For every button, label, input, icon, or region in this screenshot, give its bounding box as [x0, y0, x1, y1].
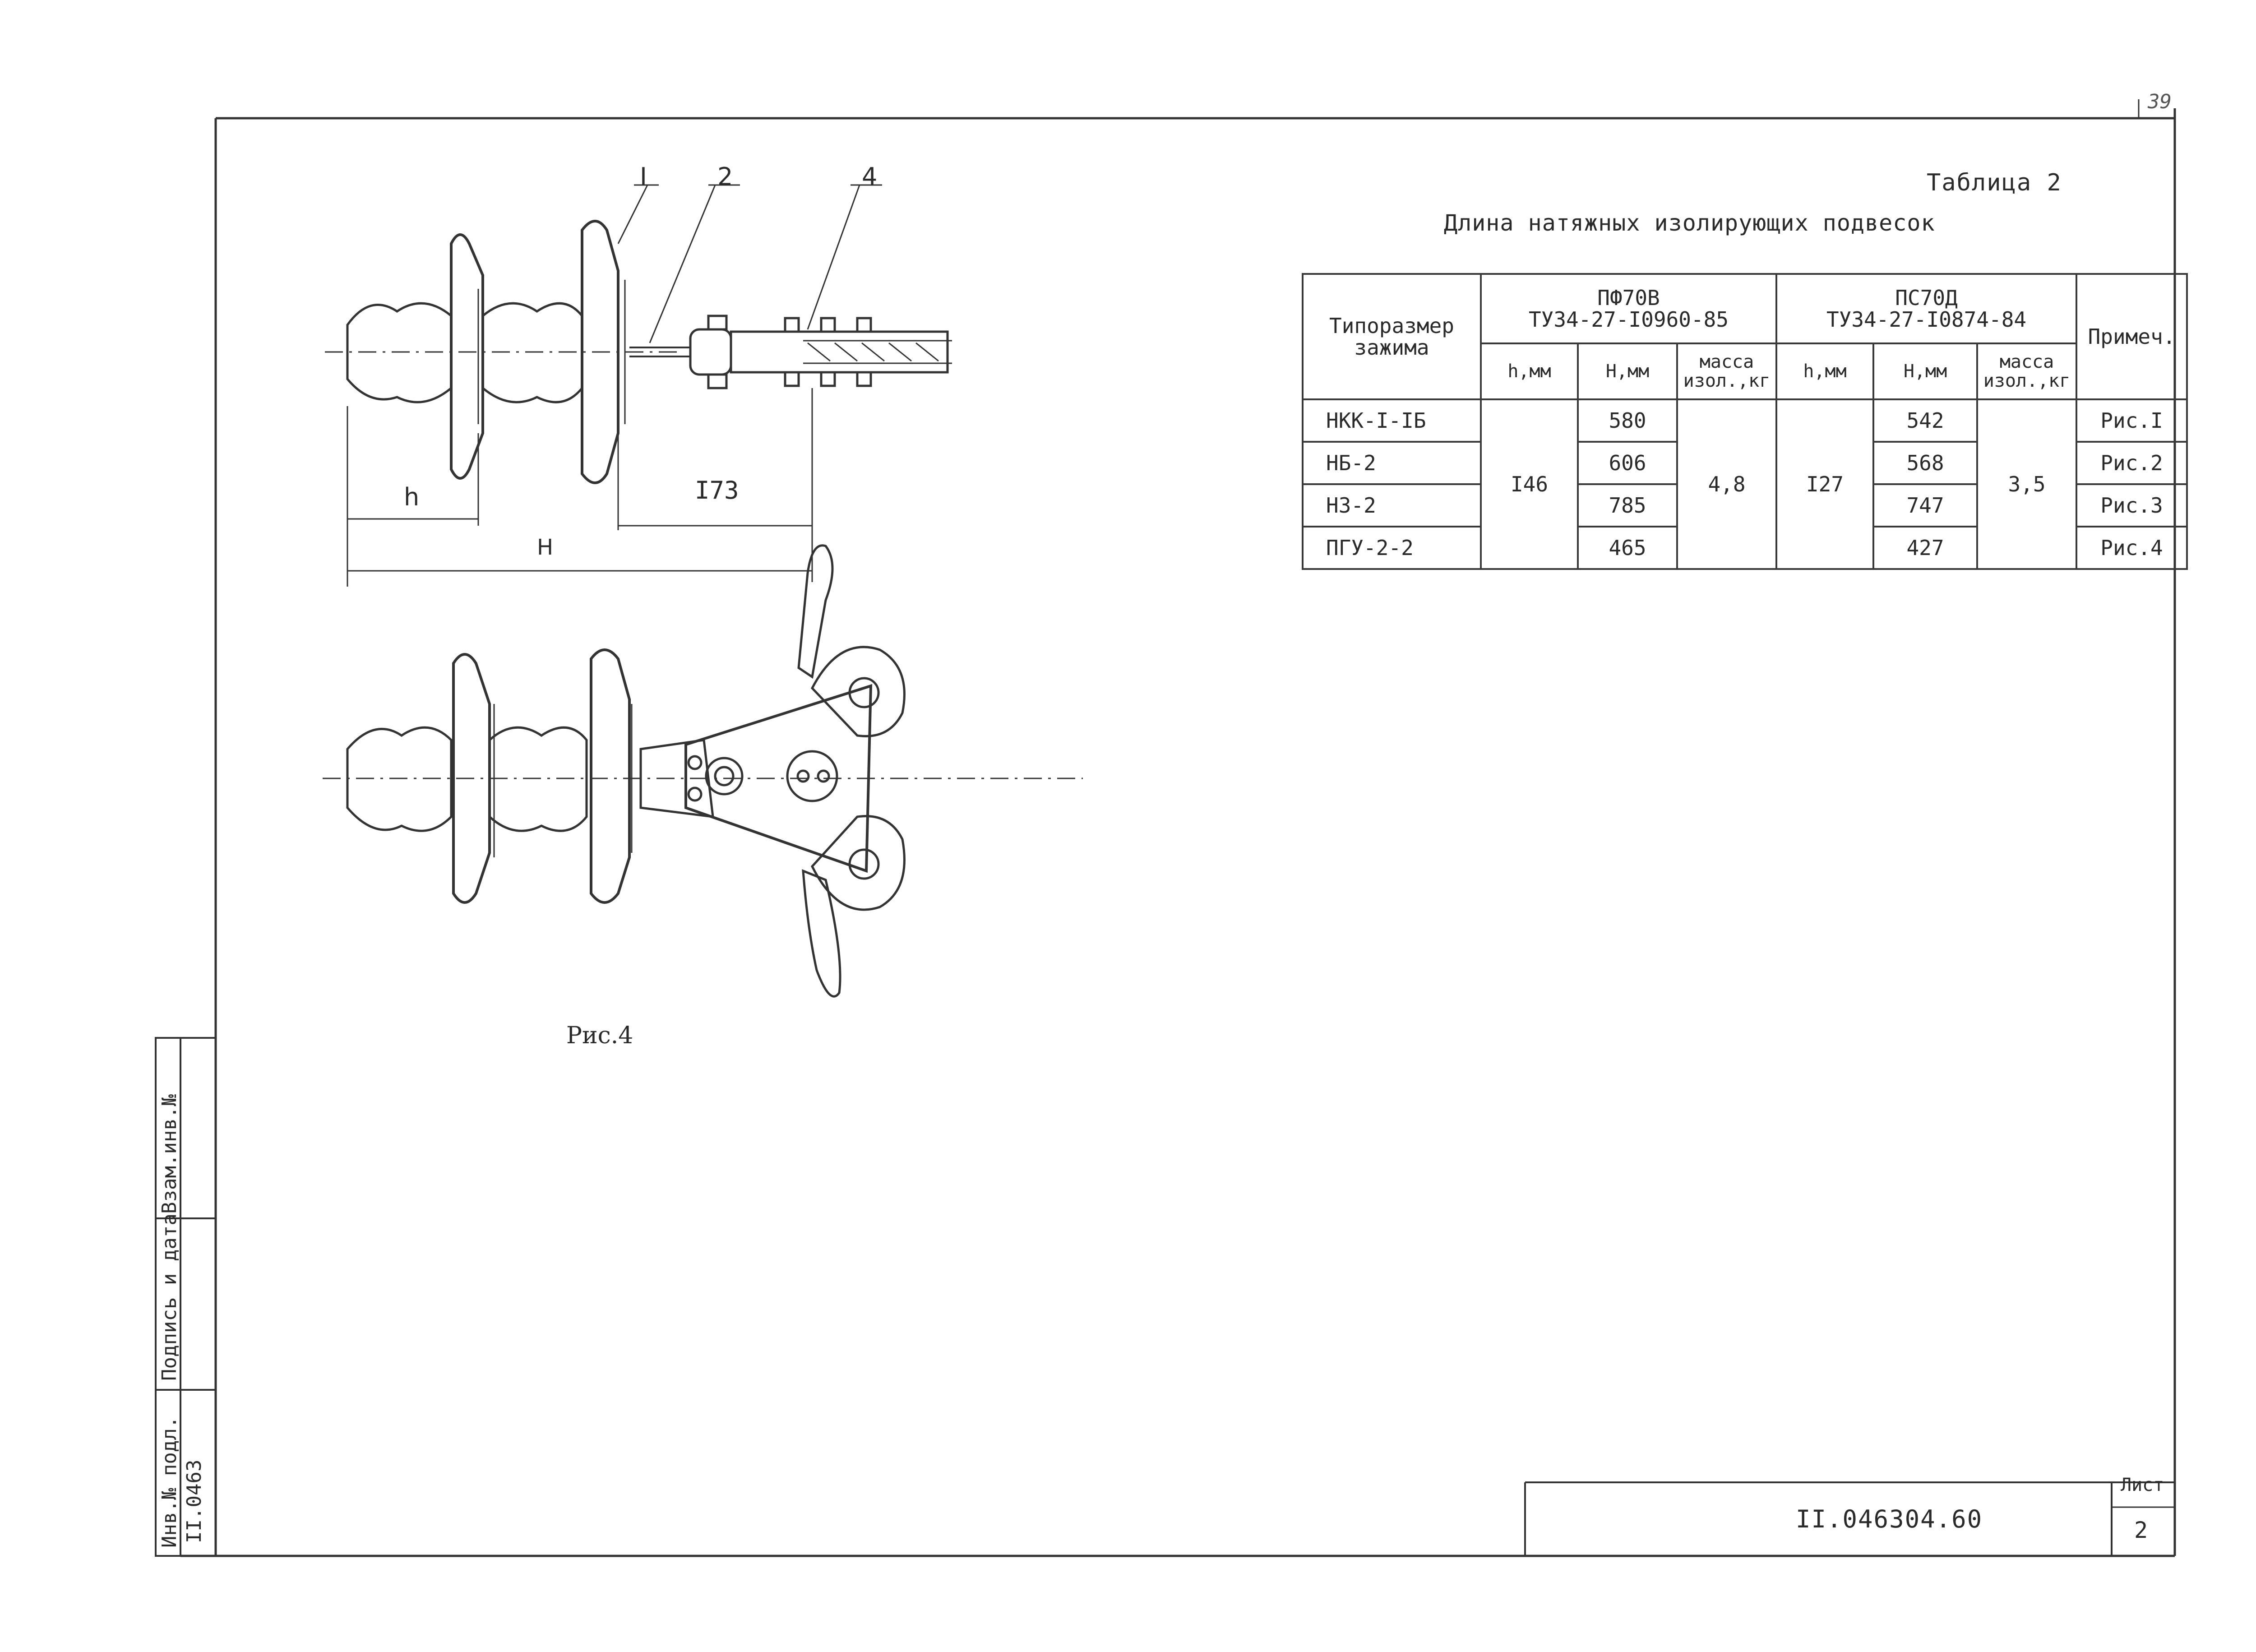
header-clamp: Типоразмер зажима	[1302, 273, 1482, 400]
page-number: 39	[2148, 90, 2172, 113]
note-cell: Рис.2	[2076, 441, 2188, 485]
table-row: ПГУ-2-2 465 427 Рис.4	[1302, 526, 2188, 570]
table-header-row: Типоразмер зажима ПФ70В ТУ34-27-I0960-85…	[1302, 273, 2188, 400]
subheader-H-1: Н,мм	[1577, 342, 1678, 400]
clamp-cell: ПГУ-2-2	[1302, 526, 1482, 570]
group1-spec: ТУ34-27-I0960-85	[1528, 307, 1729, 332]
dimension-173: I73	[695, 476, 739, 504]
g2-H-cell: 747	[1872, 483, 1979, 528]
side-inv-value: II.0463	[183, 1459, 206, 1543]
g1-H-cell: 606	[1577, 441, 1678, 485]
callout-1: I	[640, 162, 647, 191]
g2-H-cell: 542	[1872, 398, 1979, 443]
table-row: НБ-2 606 568 Рис.2	[1302, 441, 2188, 485]
note-cell: Рис.4	[2076, 526, 2188, 570]
group1-name: ПФ70В	[1597, 285, 1660, 310]
table-row: НКК-I-IБ I46 580 4,8 I27 542 3,5 Рис.I	[1302, 398, 2188, 570]
g2-H-cell: 568	[1872, 441, 1979, 485]
g2-H-cell: 427	[1872, 526, 1979, 570]
table-row: НЗ-2 785 747 Рис.3	[1302, 483, 2188, 528]
g1-H-cell: 785	[1577, 483, 1678, 528]
header-group-ps70d: ПС70Д ТУ34-27-I0874-84	[1775, 273, 2078, 344]
side-inv-no: Инв.№ подл.	[158, 1416, 181, 1548]
g1-H-cell: 465	[1577, 526, 1678, 570]
subheader-h-1: h,мм	[1480, 342, 1579, 400]
clamp-cell: НЗ-2	[1302, 483, 1482, 528]
group2-name: ПС70Д	[1895, 285, 1958, 310]
g2-mass-cell: 3,5	[1976, 398, 2078, 570]
note-cell: Рис.I	[2076, 398, 2188, 443]
group2-spec: ТУ34-27-I0874-84	[1826, 307, 2027, 332]
suspension-length-table: Типоразмер зажима ПФ70В ТУ34-27-I0960-85…	[1302, 273, 2188, 570]
side-sign-date: Подпись и дата	[158, 1213, 181, 1381]
header-notes: Примеч.	[2076, 273, 2188, 400]
subheader-mass-2: масса изол.,кг	[1976, 342, 2078, 400]
subheader-mass-1: масса изол.,кг	[1676, 342, 1778, 400]
g1-H-cell: 580	[1577, 398, 1678, 443]
sheet-label: Лист	[2121, 1475, 2164, 1495]
insulator-string-bottom	[323, 544, 1083, 998]
subheader-h-2: h,мм	[1775, 342, 1875, 400]
document-code: II.046304.60	[1796, 1505, 1983, 1533]
g2-h-cell: I27	[1775, 398, 1875, 570]
header-group-pf70v: ПФ70В ТУ34-27-I0960-85	[1479, 273, 1778, 344]
title-block	[1524, 1481, 2175, 1556]
callout-2: 2	[717, 162, 733, 191]
g1-mass-cell: 4,8	[1676, 398, 1778, 570]
table-subheader-row: h,мм Н,мм масса изол.,кг h,мм Н,мм масса…	[1303, 342, 2187, 400]
side-replaced-inv: Взам.инв.№	[158, 1094, 181, 1214]
dimension-H: Н	[537, 535, 554, 560]
clamp-cell: НБ-2	[1302, 441, 1482, 485]
table-caption: Таблица 2	[1927, 169, 2062, 196]
sheet-number: 2	[2134, 1517, 2148, 1543]
clamp-cell: НКК-I-IБ	[1302, 398, 1482, 443]
subheader-H-2: Н,мм	[1872, 342, 1979, 400]
note-cell: Рис.3	[2076, 483, 2188, 528]
g1-h-cell: I46	[1480, 398, 1579, 570]
dimension-h: h	[404, 483, 420, 511]
table-title: Длина натяжных изолирующих подвесок	[1444, 210, 1935, 236]
side-strip	[155, 1037, 217, 1557]
figure-label: Рис.4	[566, 1022, 633, 1049]
insulator-string-top	[325, 184, 952, 587]
callout-4: 4	[862, 162, 878, 191]
